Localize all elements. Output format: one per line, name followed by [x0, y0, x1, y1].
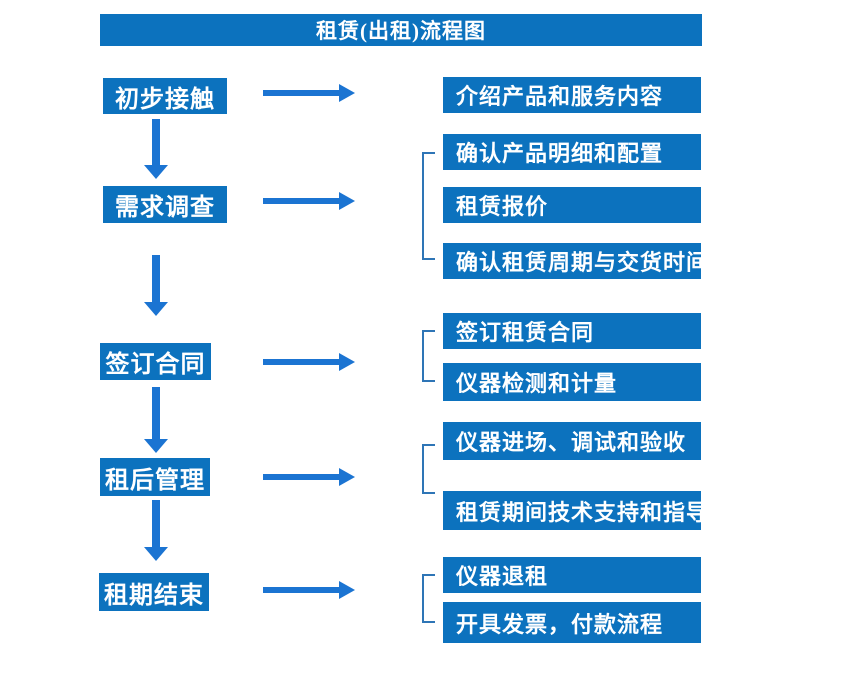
output-box-instrument-return: 仪器退租 — [443, 557, 701, 593]
output-box-invoice-payment: 开具发票，付款流程 — [443, 602, 701, 643]
flow-arrow-right-icon — [263, 581, 355, 599]
group-bracket — [422, 574, 435, 623]
diagram-title: 租赁(出租)流程图 — [316, 19, 486, 43]
output-label: 签订租赁合同 — [456, 320, 595, 345]
flow-arrow-right-icon — [263, 192, 355, 210]
arrow-shaft — [152, 500, 160, 548]
group-bracket — [422, 152, 435, 260]
arrow-shaft — [152, 119, 160, 166]
flow-arrow-right-icon — [263, 468, 355, 486]
output-box-rental-quote: 租赁报价 — [443, 187, 701, 223]
output-box-sign-rental-contract: 签订租赁合同 — [443, 313, 701, 349]
output-box-instrument-entry-acceptance: 仪器进场、调试和验收 — [443, 422, 701, 460]
arrow-head — [144, 439, 168, 453]
stage-box-initial-contact: 初步接触 — [103, 78, 227, 114]
arrow-head — [339, 84, 355, 102]
arrow-head — [144, 165, 168, 179]
output-label: 介绍产品和服务内容 — [456, 84, 664, 109]
output-label: 仪器检测和计量 — [456, 371, 618, 396]
output-label: 开具发票，付款流程 — [456, 611, 664, 637]
arrow-shaft — [263, 198, 340, 204]
stage-box-sign-contract: 签订合同 — [100, 343, 211, 380]
arrow-head — [339, 581, 355, 599]
arrow-head — [144, 302, 168, 316]
arrow-head — [144, 547, 168, 561]
flow-arrow-down-icon — [144, 119, 168, 179]
output-box-instrument-testing: 仪器检测和计量 — [443, 363, 701, 401]
arrow-head — [339, 192, 355, 210]
output-box-confirm-details: 确认产品明细和配置 — [443, 134, 701, 170]
stage-label: 租期结束 — [104, 582, 204, 609]
output-label: 仪器进场、调试和验收 — [456, 430, 687, 455]
group-bracket — [422, 444, 435, 494]
stage-box-rental-end: 租期结束 — [99, 573, 209, 611]
arrow-shaft — [263, 359, 340, 365]
arrow-shaft — [152, 255, 160, 303]
stage-label: 租后管理 — [105, 467, 205, 494]
output-label: 租赁报价 — [456, 194, 549, 219]
group-bracket — [422, 330, 435, 382]
stage-box-post-rental-management: 租后管理 — [100, 458, 210, 496]
output-box-confirm-period-delivery: 确认租赁周期与交货时间 — [443, 243, 708, 279]
flow-arrow-down-icon — [144, 255, 168, 316]
stage-label: 需求调查 — [115, 195, 215, 221]
arrow-head — [339, 468, 355, 486]
flow-arrow-down-icon — [144, 500, 168, 561]
output-box-introduce-products: 介绍产品和服务内容 — [443, 77, 701, 113]
stage-label: 初步接触 — [115, 86, 215, 113]
flow-arrow-right-icon — [263, 353, 355, 371]
flow-arrow-down-icon — [144, 387, 168, 453]
arrow-head — [339, 353, 355, 371]
arrow-shaft — [263, 587, 340, 593]
stage-box-demand-survey: 需求调查 — [103, 186, 227, 223]
arrow-shaft — [263, 474, 340, 480]
arrow-shaft — [152, 387, 160, 440]
output-label: 确认租赁周期与交货时间 — [456, 250, 710, 275]
output-label: 仪器退租 — [456, 564, 549, 589]
output-label: 确认产品明细和配置 — [456, 141, 664, 166]
output-label: 租赁期间技术支持和指导 — [456, 499, 710, 525]
stage-label: 签订合同 — [105, 352, 206, 378]
flow-arrow-right-icon — [263, 84, 355, 102]
diagram-title-bar: 租赁(出租)流程图 — [100, 14, 702, 46]
arrow-shaft — [263, 90, 340, 96]
output-box-technical-support: 租赁期间技术支持和指导 — [443, 491, 708, 530]
